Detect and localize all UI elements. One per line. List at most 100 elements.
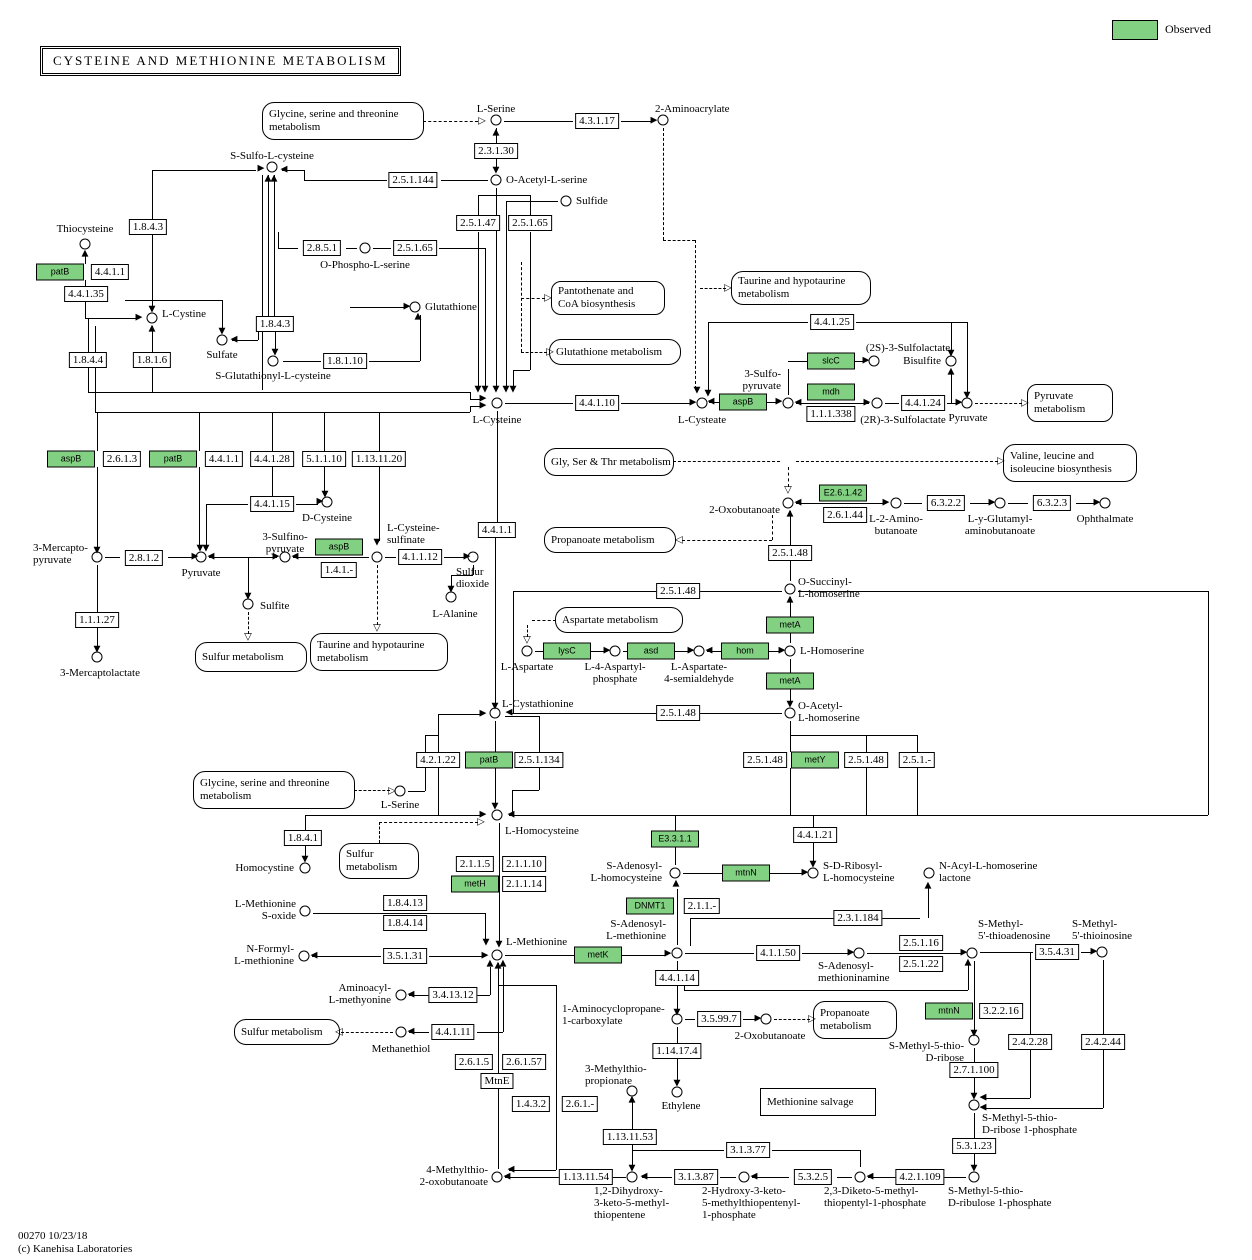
compound-node[interactable] [923,867,935,879]
gene-box[interactable]: patB [149,450,197,468]
compound-node[interactable] [968,1171,980,1183]
enzyme-box[interactable]: 4.3.1.17 [575,113,619,129]
compound-node[interactable] [760,1013,772,1025]
enzyme-box[interactable]: 2.1.1.5 [455,856,495,872]
compound-node[interactable] [521,645,533,657]
compound-node[interactable] [807,867,819,879]
enzyme-box[interactable]: 1.1.1.338 [806,406,856,422]
enzyme-box[interactable]: 2.6.1.- [561,1096,599,1112]
compound-node[interactable] [945,355,957,367]
compound-node[interactable] [371,551,383,563]
gene-box[interactable]: metA [766,672,814,690]
compound-node[interactable] [489,707,501,719]
compound-node[interactable] [79,238,91,250]
enzyme-box[interactable]: 2.6.1.44 [823,507,867,523]
enzyme-box[interactable]: 4.4.1.14 [655,970,699,986]
enzyme-box[interactable]: 2.5.1.48 [656,583,700,599]
enzyme-box[interactable]: 1.8.1.10 [323,353,367,369]
compound-node[interactable] [491,809,503,821]
enzyme-box[interactable]: 4.4.1.15 [250,496,294,512]
enzyme-box[interactable]: 2.1.1.10 [502,856,546,872]
enzyme-box[interactable]: 3.4.13.12 [428,987,478,1003]
compound-node[interactable] [491,1171,503,1183]
enzyme-box[interactable]: 1.8.4.4 [68,352,108,368]
gene-box[interactable]: aspB [47,450,95,468]
enzyme-box[interactable]: 4.4.1.24 [901,395,945,411]
compound-node[interactable] [853,947,865,959]
enzyme-box[interactable]: 4.2.1.109 [895,1169,945,1185]
compound-node[interactable] [784,645,796,657]
enzyme-box[interactable]: 1.8.4.13 [383,895,427,911]
enzyme-box[interactable]: 2.5.1.22 [899,956,943,972]
gene-box[interactable]: metH [451,875,499,893]
enzyme-box[interactable]: 4.4.1.1 [90,264,130,280]
pathway-link-box[interactable]: Aspartate metabolism [555,607,683,633]
enzyme-box[interactable]: 4.4.1.10 [575,395,619,411]
enzyme-box[interactable]: 2.6.1.3 [102,451,142,467]
compound-node[interactable] [266,161,278,173]
enzyme-box[interactable]: 1.13.11.53 [602,1129,658,1145]
enzyme-box[interactable]: 2.8.5.1 [302,240,342,256]
gene-box[interactable]: patB [36,263,84,281]
enzyme-box[interactable]: 3.1.3.77 [726,1142,770,1158]
enzyme-box[interactable]: 4.1.1.50 [756,945,800,961]
gene-box[interactable]: asd [627,642,675,660]
compound-node[interactable] [298,950,310,962]
enzyme-box[interactable]: 2.5.1.48 [844,752,888,768]
gene-box[interactable]: E2.6.1.42 [819,484,867,502]
gene-box[interactable]: patB [465,751,513,769]
enzyme-box[interactable]: 5.1.1.10 [302,451,346,467]
pathway-link-box[interactable]: Glutathione metabolism [549,339,681,365]
compound-node[interactable] [299,862,311,874]
enzyme-box[interactable]: 6.3.2.2 [926,495,966,511]
enzyme-box[interactable]: 1.8.4.14 [383,915,427,931]
compound-node[interactable] [671,1086,683,1098]
gene-box[interactable]: metA [766,616,814,634]
compound-node[interactable] [491,949,503,961]
gene-box[interactable]: E3.3.1.1 [651,830,699,848]
enzyme-box[interactable]: 2.5.1.48 [656,705,700,721]
enzyme-box[interactable]: 4.4.1.25 [810,314,854,330]
enzyme-box[interactable]: 3.2.2.16 [979,1003,1023,1019]
compound-node[interactable] [195,551,207,563]
compound-node[interactable] [784,583,796,595]
pathway-link-box[interactable]: Sulfur metabolism [195,642,307,672]
compound-node[interactable] [669,867,681,879]
compound-node[interactable] [91,551,103,563]
compound-node[interactable] [871,397,883,409]
compound-node[interactable] [1099,497,1111,509]
compound-node[interactable] [395,989,407,1001]
compound-node[interactable] [782,497,794,509]
enzyme-box[interactable]: 4.4.1.11 [431,1024,475,1040]
enzyme-box[interactable]: 2.5.1.47 [456,215,500,231]
enzyme-box[interactable]: 2.5.1.134 [514,752,564,768]
enzyme-box[interactable]: 2.6.1.57 [502,1054,546,1070]
compound-node[interactable] [267,355,279,367]
compound-node[interactable] [467,551,479,563]
pathway-link-box[interactable]: Propanoate metabolism [544,527,676,553]
enzyme-box[interactable]: 1.8.4.1 [283,830,323,846]
pathway-link-box[interactable]: Methionine salvage [760,1088,876,1116]
enzyme-box[interactable]: 2.5.1.144 [388,172,438,188]
compound-node[interactable] [671,947,683,959]
enzyme-box[interactable]: 4.4.1.1 [477,522,517,538]
enzyme-box[interactable]: 2.1.1.- [683,898,721,914]
enzyme-box[interactable]: 1.4.3.2 [511,1096,551,1112]
compound-node[interactable] [784,707,796,719]
enzyme-box[interactable]: 1.8.4.3 [128,219,168,235]
enzyme-box[interactable]: 2.7.1.100 [949,1062,999,1078]
compound-node[interactable] [560,195,572,207]
pathway-link-box[interactable]: Sulfur metabolism [234,1019,340,1045]
compound-node[interactable] [1096,946,1108,958]
compound-node[interactable] [321,496,333,508]
compound-node[interactable] [671,1013,683,1025]
compound-node[interactable] [854,1171,866,1183]
enzyme-box[interactable]: 2.5.1.65 [508,215,552,231]
enzyme-box[interactable]: 1.8.4.3 [255,316,295,332]
enzyme-box[interactable]: 5.3.1.23 [952,1138,996,1154]
enzyme-box[interactable]: 2.5.1.- [898,752,936,768]
